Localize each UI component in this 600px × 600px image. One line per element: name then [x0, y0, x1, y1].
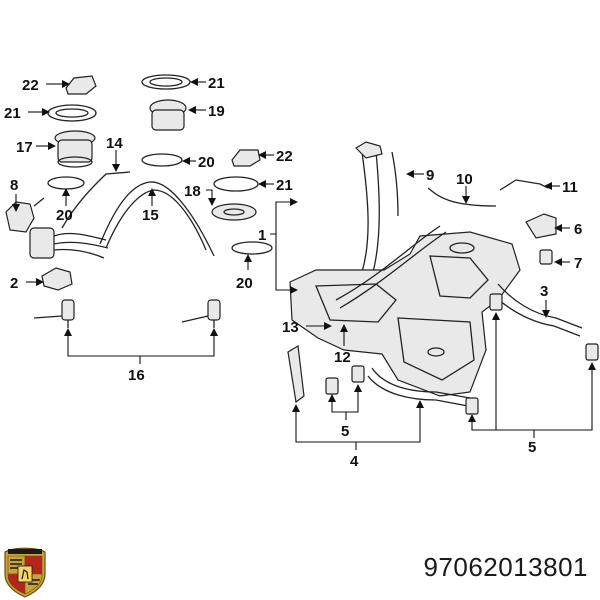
callout-labels: 22 21 21 19 17 14 20 22 8 20 21 18 15 9 … — [4, 75, 582, 470]
vent-line-9 — [391, 151, 399, 217]
fuel-tank-body — [289, 231, 521, 397]
seal-ring-21 — [47, 104, 97, 122]
bolt-5-a — [325, 377, 339, 395]
bracket-part-2 — [41, 267, 73, 291]
hose-15 — [99, 181, 215, 257]
callout-6: 6 — [574, 221, 582, 238]
sensor-right-16 — [181, 299, 221, 328]
callout-9: 9 — [426, 167, 434, 184]
part-number: 97062013801 — [423, 552, 588, 582]
bolt-5-b — [351, 365, 365, 383]
callout-4: 4 — [350, 453, 359, 470]
callout-3: 3 — [540, 283, 548, 300]
porsche-crest-icon — [4, 547, 46, 598]
callout-2: 2 — [10, 275, 18, 292]
ring-20-right — [231, 241, 273, 255]
callout-15: 15 — [142, 207, 159, 224]
callout-22-b: 22 — [276, 148, 293, 165]
callout-17: 17 — [16, 139, 33, 156]
callout-5-a: 5 — [341, 423, 349, 440]
callout-11: 11 — [562, 179, 578, 196]
callout-19: 19 — [208, 103, 225, 120]
bolt-5-e — [585, 343, 599, 361]
callout-1: 1 — [258, 227, 266, 244]
ring-20-left — [47, 176, 85, 190]
bracket-part-6 — [525, 213, 557, 239]
clip-part-22-right — [231, 149, 261, 167]
callout-21-a: 21 — [208, 75, 225, 92]
heat-shield — [287, 345, 305, 404]
seal-ring-21-top — [141, 74, 191, 90]
callout-13: 13 — [282, 319, 299, 336]
callout-7: 7 — [574, 255, 582, 272]
tank-strap-3 — [497, 283, 583, 329]
callout-14: 14 — [106, 135, 123, 152]
callout-20-c: 20 — [236, 275, 253, 292]
hose-14 — [61, 171, 131, 229]
callout-12: 12 — [334, 349, 351, 366]
ring-20-mid — [141, 153, 183, 167]
pump-canister — [29, 227, 109, 259]
bolt-5-d — [489, 293, 503, 311]
fuel-tank-group — [287, 141, 599, 415]
leader-lines — [12, 78, 596, 450]
fuel-pump-8 — [5, 197, 45, 233]
callout-21-b: 21 — [4, 105, 21, 122]
pump-lid-19 — [149, 99, 187, 131]
pump-housing-17 — [54, 130, 96, 168]
callout-10: 10 — [456, 171, 473, 188]
callout-20-a: 20 — [198, 154, 215, 171]
bolt-5-c — [465, 397, 479, 415]
vent-line-10 — [427, 187, 497, 207]
callout-21-c: 21 — [276, 177, 293, 194]
callout-8: 8 — [10, 177, 18, 194]
callout-16: 16 — [128, 367, 145, 384]
seal-ring-21-right — [213, 176, 259, 192]
callout-5-b: 5 — [528, 439, 536, 456]
pump-parts-group — [5, 74, 273, 328]
filler-neck — [361, 151, 380, 277]
callout-20-b: 20 — [56, 207, 73, 224]
callout-22-a: 22 — [22, 77, 39, 94]
pump-cap-18 — [211, 203, 257, 221]
bolt-7 — [539, 249, 553, 265]
tank-strap-4 — [371, 367, 471, 399]
clip-part-22 — [65, 75, 97, 95]
sensor-left-16 — [33, 299, 75, 328]
connector-11 — [499, 179, 549, 191]
callout-18: 18 — [184, 183, 201, 200]
